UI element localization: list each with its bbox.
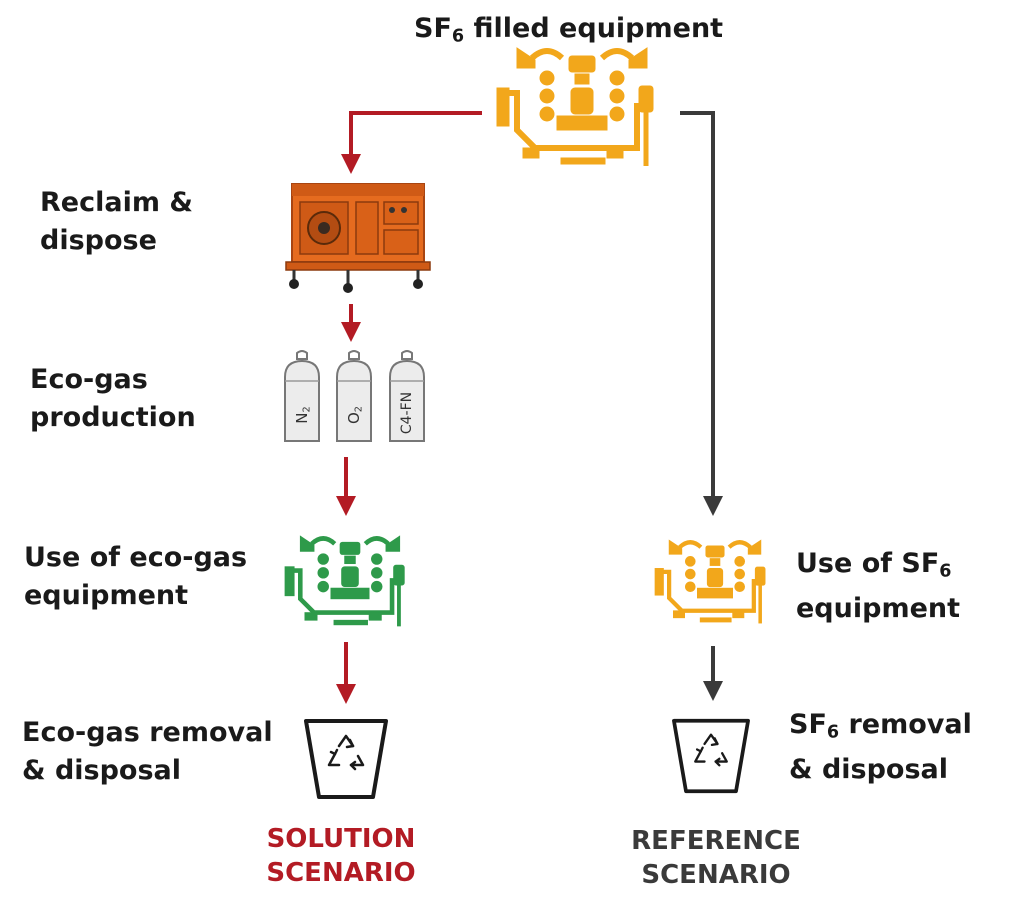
label-use-sf6-equipment: Use of SF6 equipment [796, 548, 961, 625]
gas-cylinder-o2-icon [336, 350, 372, 442]
gas-cylinder-c4fn-icon [389, 350, 425, 442]
cylinder-label-c4fn: C4-FN [399, 391, 415, 435]
reference-scenario-label: REFERENCE SCENARIO [631, 826, 801, 890]
label-use-eco-gas-equipment: Use of eco-gas equipment [24, 542, 248, 611]
cylinder-label-n2: N2 [293, 406, 313, 424]
title-sf6-filled-equipment: SF6 filled equipment [414, 13, 724, 47]
label-eco-gas-production: Eco-gas production [30, 364, 196, 433]
solution-scenario-label: SOLUTION SCENARIO [266, 824, 416, 888]
arrow-top-to-reference-use [680, 111, 723, 516]
gas-reclaim-cart-icon [285, 183, 431, 293]
switchgear-icon [496, 47, 654, 166]
sf6-switchgear-icon [654, 539, 766, 624]
gas-cylinder-n2-icon [284, 350, 320, 442]
cylinder-label-o2: O2 [345, 405, 365, 425]
recycle-bin-icon [672, 718, 750, 794]
label-reclaim-dispose: Reclaim & dispose [40, 187, 193, 256]
recycle-bin-icon [304, 719, 388, 799]
arrow-top-to-reclaim [341, 111, 482, 174]
label-eco-gas-removal-disposal: Eco-gas removal & disposal [22, 717, 273, 786]
eco-switchgear-icon [284, 535, 405, 627]
label-sf6-removal-disposal: SF6 removal & disposal [789, 709, 972, 786]
